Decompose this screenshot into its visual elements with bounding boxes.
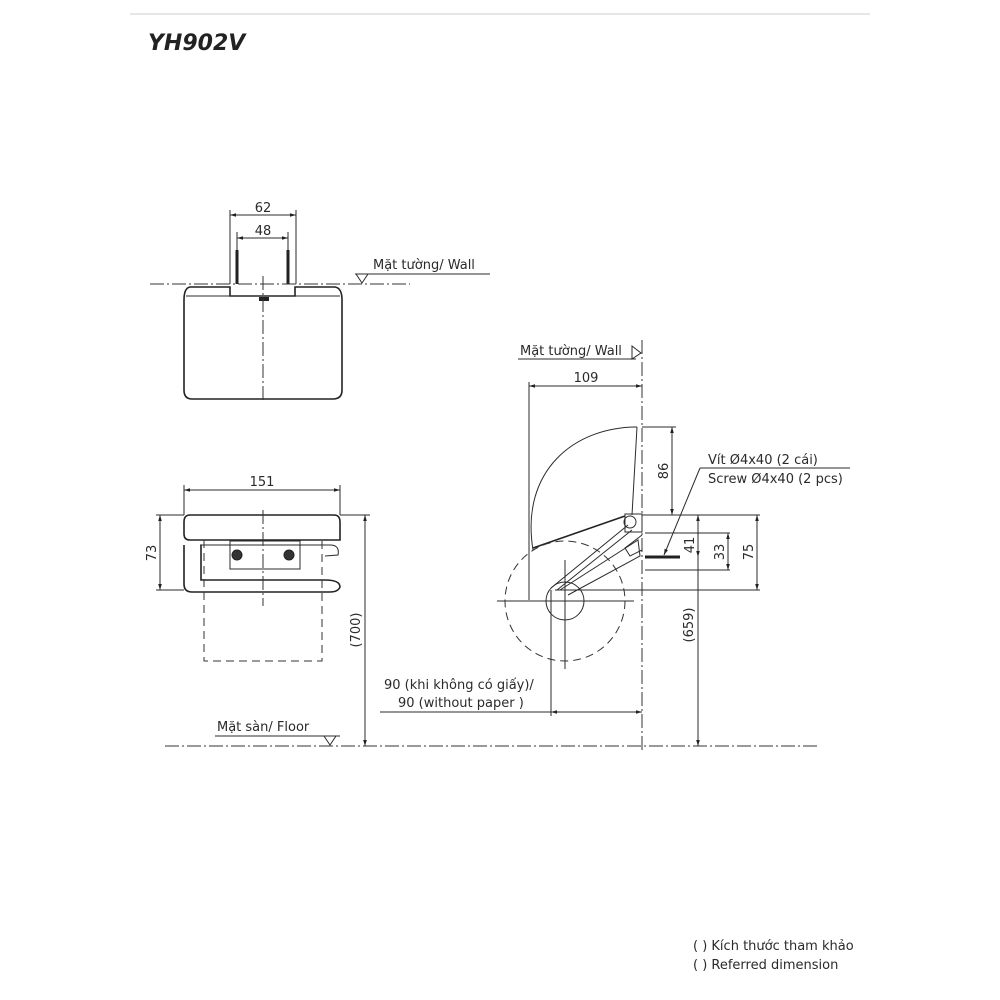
holder-arm xyxy=(550,524,641,596)
side-wall-marker-icon xyxy=(631,344,642,360)
model-title: YH902V xyxy=(148,31,247,56)
dim-151-label: 151 xyxy=(250,475,275,490)
cover-closed xyxy=(532,515,626,549)
dim-41-label: 41 xyxy=(683,537,698,554)
front-arm xyxy=(183,545,341,593)
side-wall-label: Mặt tường/ Wall xyxy=(520,344,622,359)
screw-label-vi: Vít Ø4x40 (2 cái) xyxy=(708,453,818,468)
side-view: Mặt tường/ Wall 109 86 41 33 75 (659) xyxy=(380,340,850,750)
dim-48-label: 48 xyxy=(255,224,272,239)
floor-marker-icon xyxy=(323,735,337,746)
top-body xyxy=(183,286,343,400)
dim-700-label: (700) xyxy=(349,613,364,648)
legend-en: ( ) Referred dimension xyxy=(693,958,838,973)
dim-109-label: 109 xyxy=(574,371,599,386)
screw-label-en: Screw Ø4x40 (2 pcs) xyxy=(708,472,843,487)
paper-note-en: 90 (without paper ) xyxy=(398,696,524,711)
dim-73-label: 73 xyxy=(145,545,160,562)
wall-marker-icon xyxy=(355,273,369,284)
screw-leader xyxy=(663,467,701,556)
dim-86-label: 86 xyxy=(657,463,672,480)
dim-33-label: 33 xyxy=(713,544,728,561)
paper-note-vi: 90 (khi không có giấy)/ xyxy=(384,678,534,693)
mount-plate xyxy=(229,540,301,570)
cover-open-arc xyxy=(530,426,638,551)
top-view: 62 48 Mặt tường/ Wall xyxy=(150,201,490,402)
screw-head-right xyxy=(283,549,295,561)
paper-roll-outline xyxy=(203,540,323,662)
screw-head-left xyxy=(231,549,243,561)
dim-75-label: 75 xyxy=(742,544,757,561)
legend-vi: ( ) Kích thước tham khảo xyxy=(693,939,854,954)
front-view: 151 73 (700) Mặt sàn/ Floor xyxy=(145,475,820,747)
dim-659-label: (659) xyxy=(682,608,697,643)
dim-62-label: 62 xyxy=(255,201,272,216)
floor-label: Mặt sàn/ Floor xyxy=(217,720,310,735)
latch xyxy=(259,297,269,301)
wall-label: Mặt tường/ Wall xyxy=(373,258,475,273)
front-cover xyxy=(183,514,341,541)
